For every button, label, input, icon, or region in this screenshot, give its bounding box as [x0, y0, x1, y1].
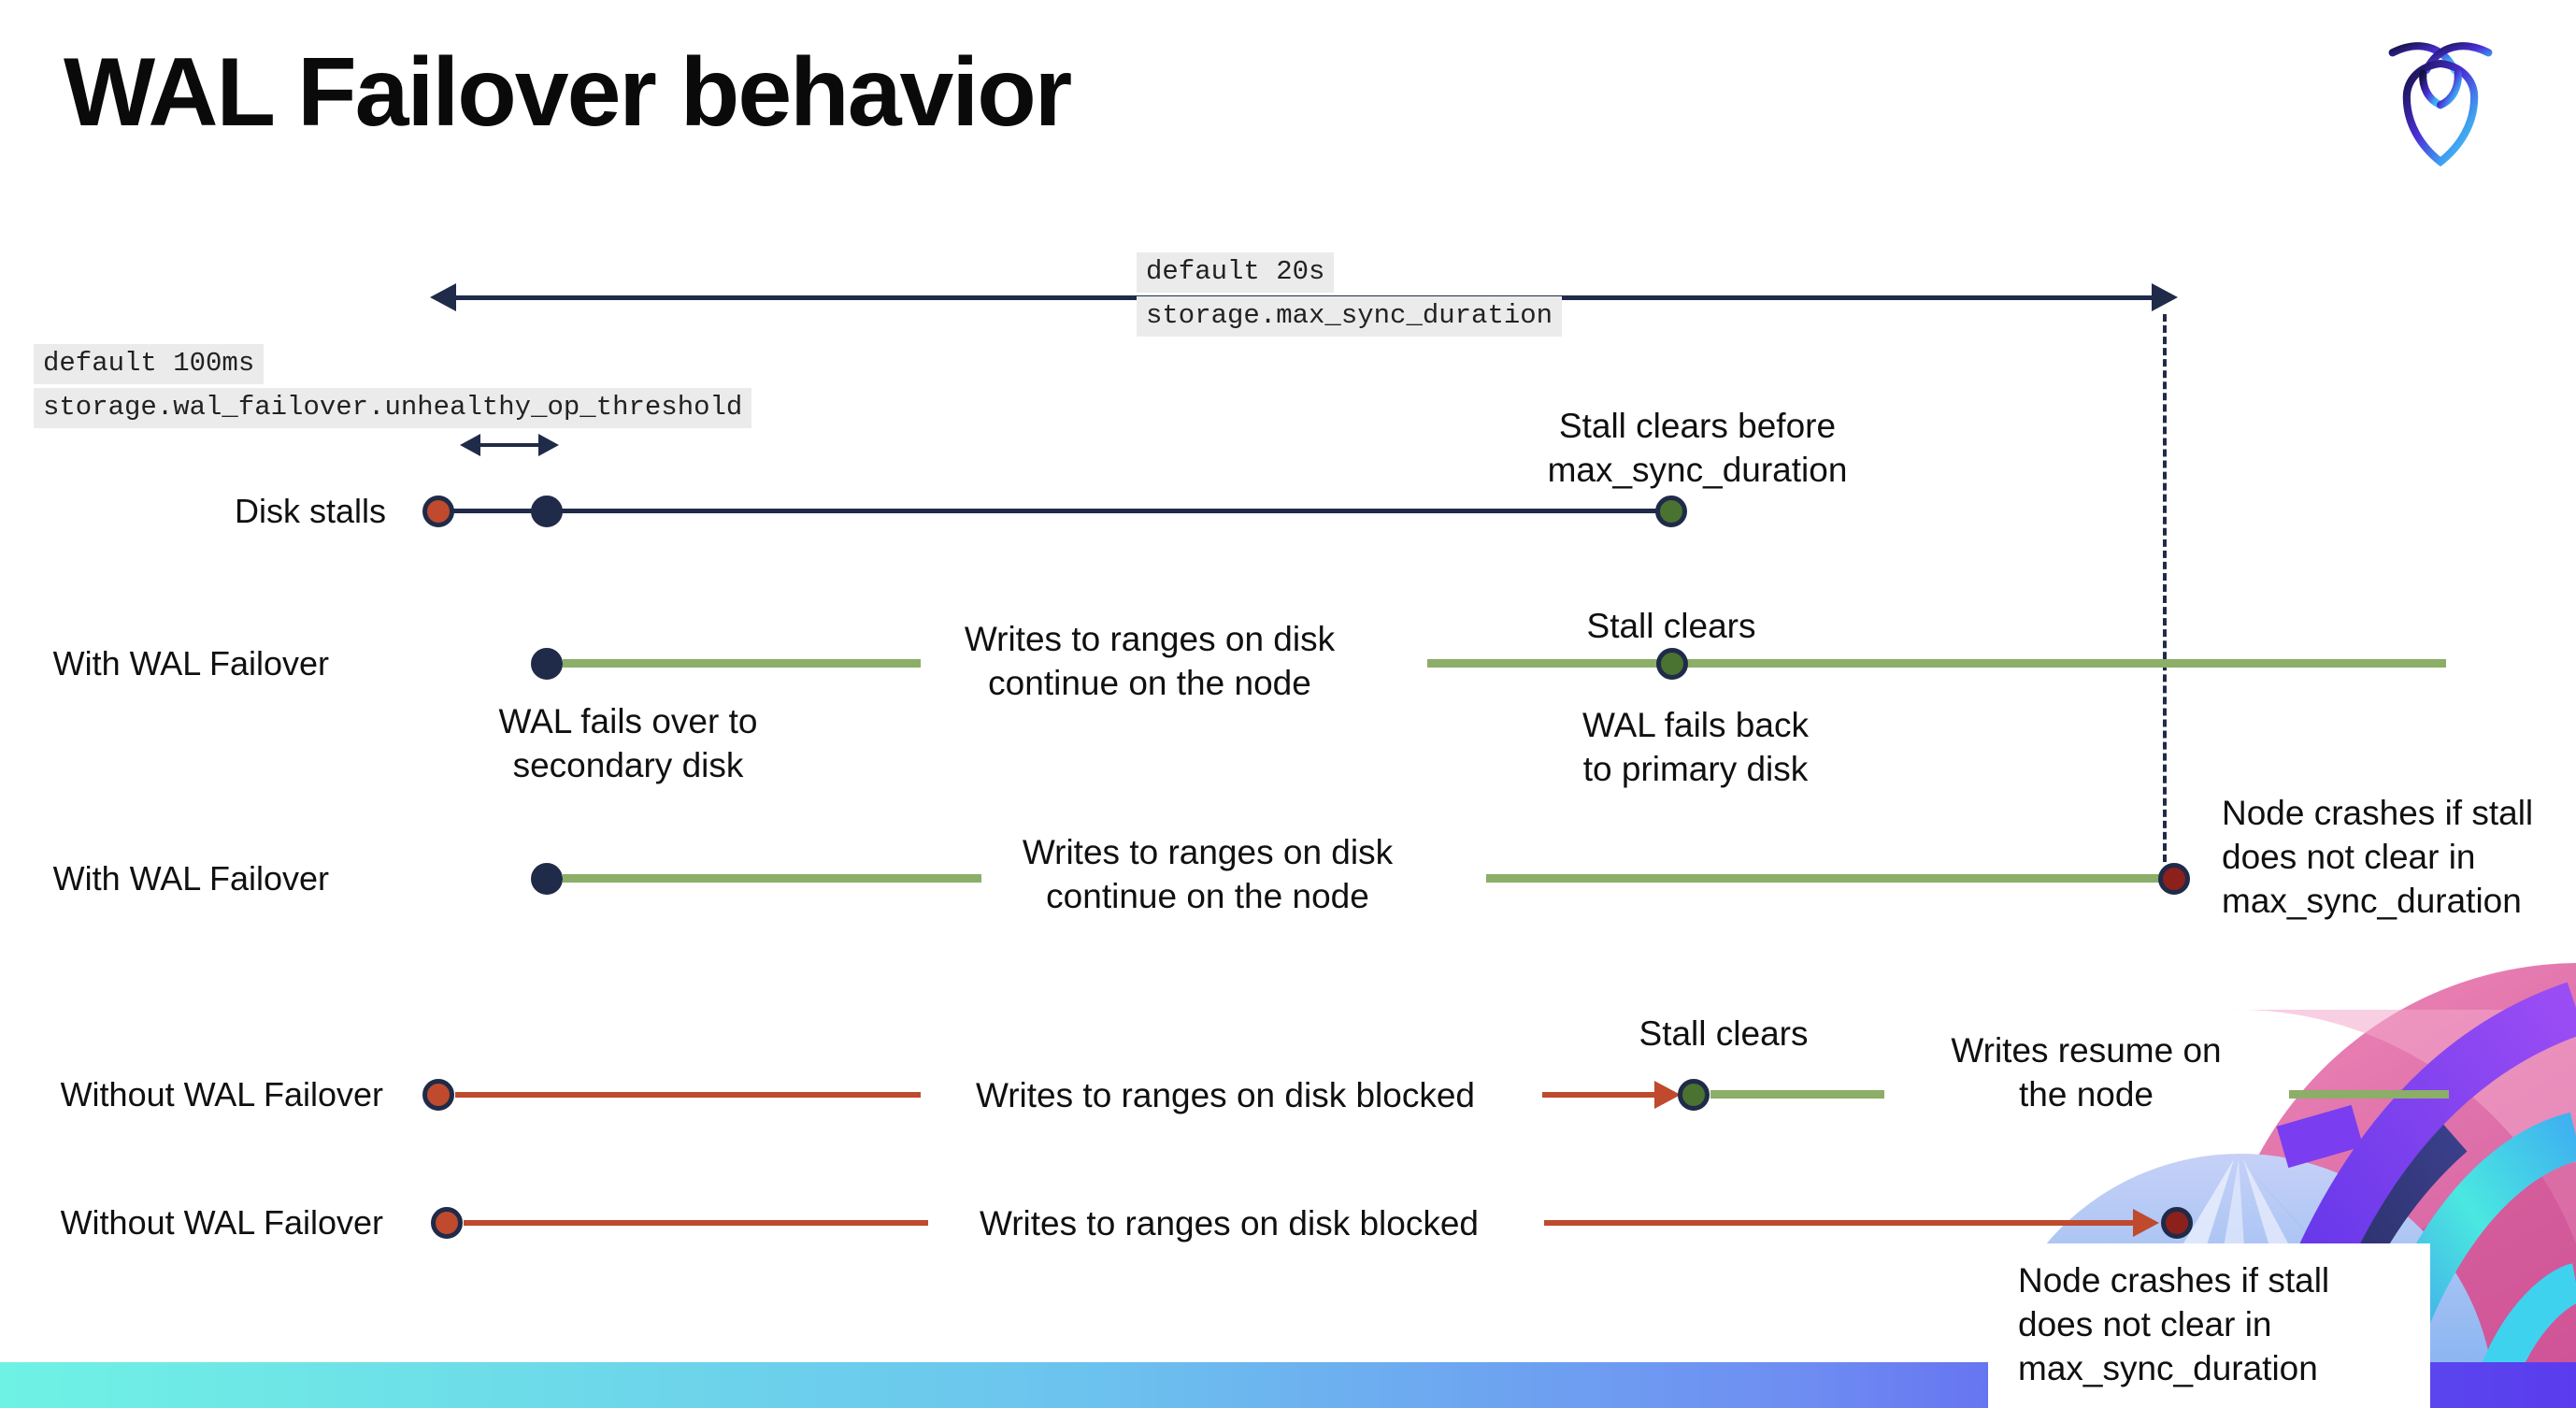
stall-clears-dot — [1655, 496, 1687, 527]
arrow-right-icon — [538, 434, 559, 456]
writes-continue-note: Writes to ranges on disk continue on the… — [1022, 833, 1394, 915]
node-crash-dot — [2158, 863, 2190, 895]
cockroachdb-logo-icon — [2388, 42, 2493, 167]
row-label-with-wal-failover-1: With WAL Failover — [52, 644, 329, 682]
writes-continue-line — [563, 874, 981, 883]
stall-clears-dot — [1656, 648, 1688, 680]
writes-continue-note: Writes to ranges on disk continue on the… — [964, 620, 1336, 702]
max-sync-default-label: default 20s — [1137, 252, 1335, 293]
writes-blocked-line — [464, 1220, 928, 1226]
row-label-without-wal-failover-2: Without WAL Failover — [60, 1203, 383, 1242]
arrow-left-icon — [430, 283, 456, 311]
node-crashes-note: Node crashes if stall does not clear in … — [2222, 794, 2534, 920]
stall-clears-before-note: Stall clears before max_sync_duration — [1547, 407, 1848, 489]
writes-blocked-note: Writes to ranges on disk blocked — [979, 1204, 1480, 1243]
arrow-right-icon — [2152, 283, 2178, 311]
failover-dot — [531, 863, 563, 895]
row-label-without-wal-failover-1: Without WAL Failover — [60, 1075, 383, 1113]
writes-blocked-line-2 — [1544, 1220, 2133, 1226]
stall-start-dot — [422, 496, 454, 527]
stall-start-dot — [422, 1079, 454, 1111]
writes-blocked-line-2 — [1542, 1092, 1656, 1098]
node-crash-dot — [2161, 1207, 2193, 1239]
max-sync-deadline-dashed-line — [2163, 314, 2167, 862]
arrow-shaft — [477, 443, 542, 447]
page-title: WAL Failover behavior — [64, 38, 1072, 147]
failover-dot — [531, 648, 563, 680]
unhealthy-op-threshold-callout: default 100ms storage.wal_failover.unhea… — [34, 344, 752, 432]
max-sync-setting-label: storage.max_sync_duration — [1137, 296, 1563, 337]
writes-resume-note: Writes resume on the node — [1951, 1031, 2222, 1113]
stall-start-dot — [431, 1207, 463, 1239]
arrow-left-icon — [460, 434, 480, 456]
stall-clears-note: Stall clears — [1639, 1014, 1809, 1053]
writes-blocked-line — [455, 1092, 921, 1098]
threshold-span-arrow — [460, 434, 559, 456]
fails-back-note: WAL fails back to primary disk — [1582, 706, 1809, 788]
writes-continue-line-2 — [1427, 659, 2446, 668]
red-arrowhead-icon — [1654, 1081, 1681, 1109]
threshold-setting-label: storage.wal_failover.unhealthy_op_thresh… — [34, 388, 752, 428]
node-crash-annotation-box: Node crashes if stall does not clear in … — [1988, 1243, 2430, 1408]
disk-stall-timeline — [438, 509, 1671, 513]
threshold-default-label: default 100ms — [34, 344, 265, 384]
node-crashes-note: Node crashes if stall does not clear in … — [2018, 1261, 2330, 1387]
fails-over-note: WAL fails over to secondary disk — [498, 702, 758, 784]
stall-clears-note: Stall clears — [1586, 607, 1756, 645]
writes-resume-line-2 — [2289, 1090, 2449, 1099]
writes-continue-line — [563, 659, 921, 668]
writes-continue-line-2 — [1486, 874, 2167, 883]
max-sync-duration-callout: default 20s storage.max_sync_duration — [1137, 252, 1563, 340]
stall-clears-dot — [1678, 1079, 1710, 1111]
threshold-reached-dot — [531, 496, 563, 527]
writes-resume-line — [1710, 1090, 1884, 1099]
writes-blocked-note: Writes to ranges on disk blocked — [975, 1076, 1476, 1114]
row-label-with-wal-failover-2: With WAL Failover — [52, 859, 329, 898]
row-label-disk-stalls: Disk stalls — [234, 492, 386, 530]
red-arrowhead-icon — [2133, 1209, 2159, 1237]
